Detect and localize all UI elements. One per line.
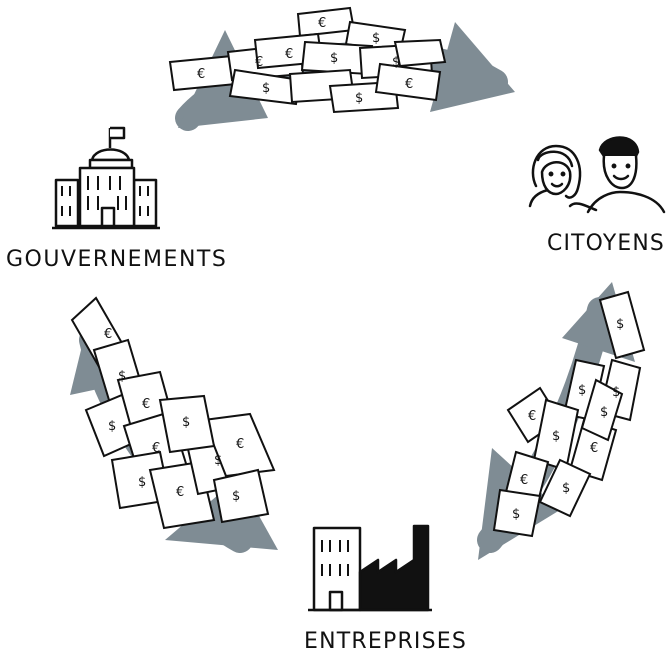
euro-mark: € [255, 55, 263, 70]
dollar-mark: $ [118, 369, 126, 384]
people-icon [528, 136, 666, 214]
dollar-mark: $ [262, 81, 270, 96]
dollar-mark: $ [512, 507, 520, 522]
dollar-mark: $ [616, 317, 624, 332]
money-flow-left: € $ $ € € $ € $ € $ $ [70, 296, 278, 553]
dollar-mark: $ [600, 405, 608, 420]
euro-mark: € [142, 397, 150, 412]
dollar-mark: $ [372, 31, 380, 46]
government-building-icon [52, 126, 160, 230]
euro-mark: € [318, 16, 326, 31]
money-flow-right: $ $ $ € $ € $ € $ $ [477, 282, 646, 560]
label-citizens: CITOYENS [547, 231, 665, 256]
dollar-mark: $ [392, 55, 400, 70]
euro-mark: € [104, 327, 112, 342]
dollar-mark: $ [214, 453, 222, 468]
label-companies: ENTREPRISES [304, 629, 467, 654]
dollar-mark: $ [552, 429, 560, 444]
factory-icon [308, 524, 432, 612]
dollar-mark: $ [562, 481, 570, 496]
currency-marks-left: € $ $ € € $ € $ € $ $ [104, 327, 244, 504]
euro-mark: € [528, 409, 536, 424]
banknotes-right [492, 290, 646, 538]
dollar-mark: $ [330, 51, 338, 66]
currency-marks-right: $ $ $ € $ € $ € $ $ [512, 317, 624, 522]
euro-mark: € [236, 437, 244, 452]
euro-mark: € [405, 77, 413, 92]
dollar-mark: $ [138, 475, 146, 490]
currency-marks-top: € € € $ $ € $ $ $ € [197, 16, 413, 106]
banknotes-left [70, 296, 276, 530]
euro-mark: € [590, 441, 598, 456]
dollar-mark: $ [182, 415, 190, 430]
arrow-top-right-head [430, 22, 515, 112]
dollar-mark: $ [578, 383, 586, 398]
euro-mark: € [197, 67, 205, 82]
banknotes-top [168, 6, 447, 114]
euro-mark: € [520, 473, 528, 488]
euro-mark: € [285, 47, 293, 62]
dollar-mark: $ [232, 489, 240, 504]
dollar-mark: $ [108, 419, 116, 434]
dollar-mark: $ [612, 385, 620, 400]
euro-mark: € [152, 441, 160, 456]
dollar-mark: $ [355, 91, 363, 106]
euro-mark: € [176, 485, 184, 500]
label-governments: GOUVERNEMENTS [6, 247, 227, 272]
money-flow-top: € € € $ $ € $ $ $ € [168, 6, 515, 131]
